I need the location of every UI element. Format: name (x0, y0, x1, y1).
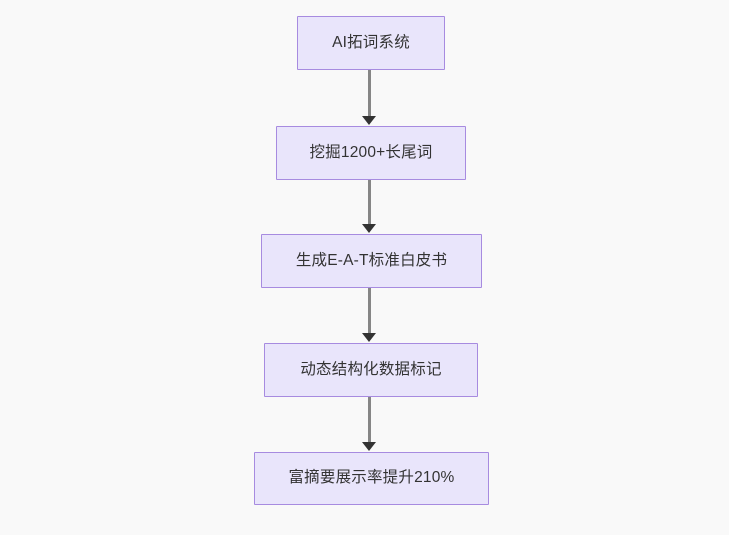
flowchart-node-rich-snippet-rate-increase[interactable]: 富摘要展示率提升210% (254, 452, 489, 505)
flowchart-node-label: 生成E-A-T标准白皮书 (295, 251, 448, 269)
edge-arrowhead-icon (362, 116, 376, 125)
flowchart-node-dynamic-structured-data-markup[interactable]: 动态结构化数据标记 (264, 343, 478, 397)
edge-connector-line (368, 396, 371, 443)
flowchart-node-label: 动态结构化数据标记 (300, 360, 442, 378)
edge-arrowhead-icon (362, 442, 376, 451)
flowchart-node-label: AI拓词系统 (332, 33, 410, 51)
edge-connector-line (368, 288, 371, 334)
flowchart-node-ai-keyword-system[interactable]: AI拓词系统 (297, 16, 445, 70)
flowchart-node-generate-eat-whitepaper[interactable]: 生成E-A-T标准白皮书 (261, 234, 482, 288)
flowchart-node-label: 挖掘1200+长尾词 (309, 143, 433, 161)
flowchart-node-label: 富摘要展示率提升210% (288, 469, 455, 487)
edge-arrowhead-icon (362, 333, 376, 342)
flowchart-node-mine-longtail-keywords[interactable]: 挖掘1200+长尾词 (276, 126, 466, 180)
edge-connector-line (368, 180, 371, 225)
edge-arrowhead-icon (362, 224, 376, 233)
edge-connector-line (368, 70, 371, 117)
